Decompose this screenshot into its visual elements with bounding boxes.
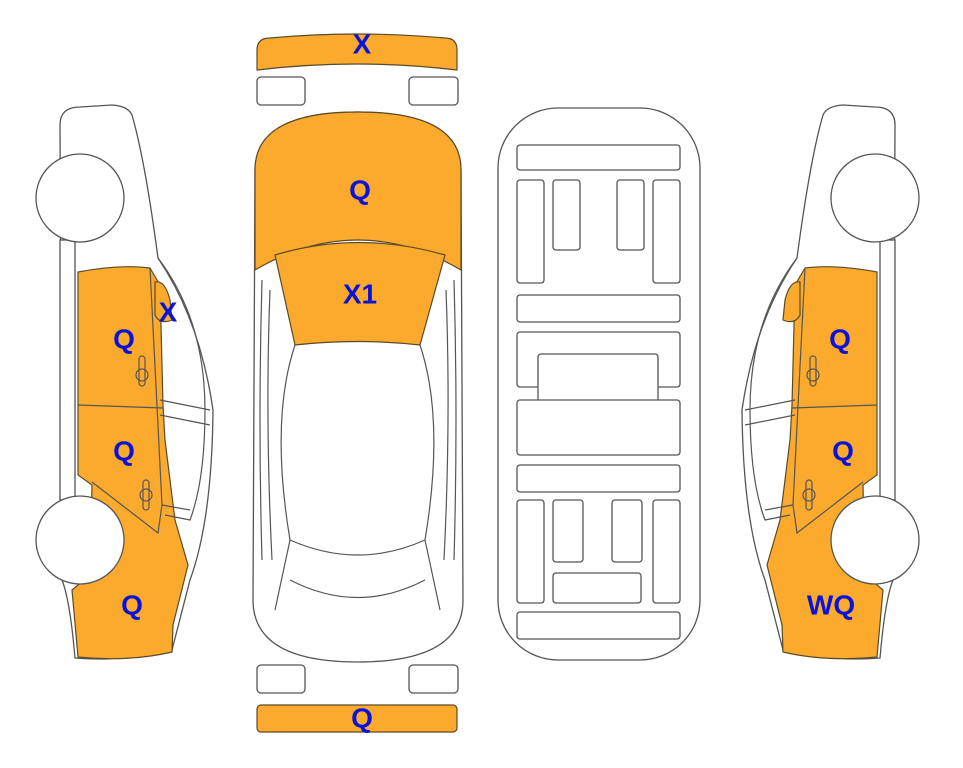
underside-part [516,399,681,456]
top-view [252,33,464,733]
side-line-left [259,279,273,561]
right-side-view[interactable] [741,104,920,660]
taillight-left [256,664,306,694]
headlight-right [408,76,459,106]
underside-part [516,464,681,493]
rear-window-outline [274,539,441,611]
roof-outline [280,344,435,556]
underside-part [652,499,681,604]
underside-part [616,179,645,251]
underside-part [611,499,643,563]
underside-part [516,294,681,323]
underside-part [516,144,681,171]
underside-part [552,499,584,563]
windshield-panel[interactable] [274,241,446,346]
right-rear-door-label: Q [832,435,854,466]
left-rear-fender-label: Q [121,589,143,620]
right-front-door-label: Q [829,323,851,354]
left-mirror-label: X [159,296,178,327]
right-rear-fender-label: WQ [807,589,855,620]
headlight-left [256,76,306,106]
rear-bumper-panel[interactable] [256,704,458,733]
windshield-label: X1 [343,278,377,309]
rear-bumper-label: Q [351,702,373,733]
underside-part [552,179,581,251]
underside-part [516,179,545,284]
underside-view [497,107,701,661]
left-rear-door-label: Q [113,435,135,466]
front-bumper-panel[interactable] [256,33,458,71]
side-line-right [443,279,457,561]
left-front-door-label: Q [113,323,135,354]
taillight-right [408,664,459,694]
front-bumper-label: X [353,28,372,59]
underside-part [516,499,545,604]
hood-panel[interactable] [254,111,462,272]
underside-part [652,179,681,284]
underside-part [516,611,681,640]
left-side-view[interactable] [35,104,214,660]
underside-part [552,572,642,604]
hood-label: Q [349,174,371,205]
